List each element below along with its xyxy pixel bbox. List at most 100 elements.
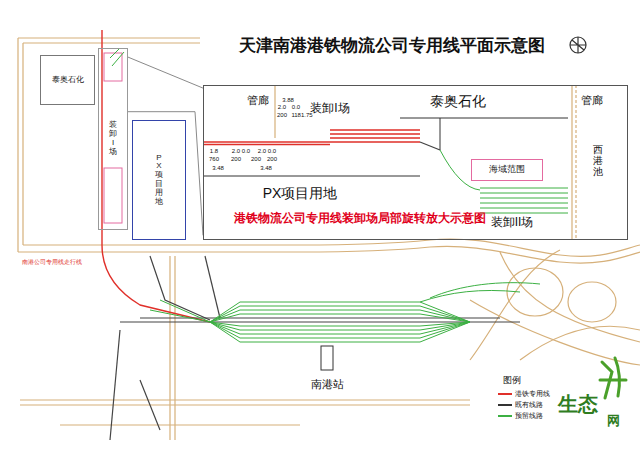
inset-frame: 港铁物流公司专用线装卸场局部旋转放大示意图 海域范围 [203, 85, 628, 240]
node-text-group: 港铁物流公司专用线装卸场局部旋转放大示意图 [234, 212, 486, 225]
dimension-label: 南港公司专用线走行线 [22, 259, 82, 265]
road [20, 399, 470, 400]
road [60, 424, 300, 425]
watermark: 生态 [558, 394, 598, 414]
dimension-label: 760 [209, 156, 219, 162]
rail-logo [570, 37, 586, 53]
planned-track [440, 150, 480, 190]
road [568, 282, 616, 322]
planned-track [110, 48, 568, 342]
legend-swatch [498, 393, 512, 395]
planned-track [430, 283, 540, 298]
dimension-label: 1181.75 [291, 112, 312, 118]
dimension-label: 3.48 [212, 165, 224, 171]
planned-track [112, 52, 124, 66]
dimension-label: 0.0 [292, 104, 300, 110]
boundary-line [203, 176, 420, 177]
dimension-label: 200 [277, 112, 287, 118]
planned-track [110, 48, 120, 58]
planned-track [210, 306, 470, 322]
legend-swatch [498, 415, 512, 417]
road [430, 246, 640, 263]
project-land-box: PX项目用地 [132, 120, 186, 240]
road [17, 38, 18, 252]
watermark: 网 [607, 414, 620, 427]
road [20, 404, 470, 405]
dimension-label: 200 [251, 156, 261, 162]
road [18, 38, 640, 440]
loading-yard [104, 53, 122, 223]
road [18, 37, 200, 38]
planned-track [210, 302, 470, 322]
road [22, 43, 23, 245]
special-line [203, 141, 330, 142]
area-label: 南港站 [311, 379, 344, 390]
legend-text: 预留线路 [515, 411, 543, 421]
existing-track [420, 142, 440, 150]
planned-track [160, 300, 210, 322]
special-line [330, 130, 420, 142]
area-label: 图例 [503, 376, 521, 385]
node-text-group: PX项目用地 [155, 154, 163, 207]
planned-track [480, 188, 568, 213]
rail-logo [570, 37, 586, 53]
road [169, 256, 170, 440]
legend-row: 预留线路 [498, 410, 550, 421]
area-label: 泰奥石化 [430, 94, 486, 108]
watermark-brush [615, 358, 619, 396]
node-text-group: 装卸I场 [109, 121, 117, 156]
road [174, 256, 175, 440]
road [520, 326, 640, 360]
legend-row: 既有线路 [498, 399, 550, 410]
map-title: 天津南港港铁物流公司专用线平面示意图 [239, 37, 545, 54]
node-label: PX项目用地 [155, 154, 163, 207]
dimension-label: 1.8 [210, 148, 218, 154]
dimension-label: 2.0 [258, 148, 266, 154]
area-label: 装卸II场 [491, 216, 534, 228]
existing-track [140, 380, 160, 430]
node-text-group: 泰奥石化 [52, 76, 84, 85]
dimension-label: 3.48 [260, 165, 272, 171]
area-label: 管廊 [581, 95, 603, 106]
road [18, 247, 430, 252]
boundary-line [400, 118, 568, 119]
road [274, 85, 275, 138]
legend-row: 港铁专用线 [498, 388, 550, 399]
existing-track [205, 256, 220, 318]
road [23, 240, 430, 245]
station-building [321, 346, 333, 370]
existing-track [150, 256, 210, 320]
planned-track [210, 314, 470, 322]
planned-track [210, 322, 470, 334]
planned-track [210, 322, 470, 326]
planned-track [210, 322, 470, 330]
boundary-line [440, 118, 441, 150]
area-label: 装卸I场 [310, 102, 349, 114]
area-label: 西港池 [593, 144, 603, 177]
area-label: PX项目用地 [263, 186, 338, 200]
legend-text: 既有线路 [515, 400, 543, 410]
dimension-label: 0.0 [268, 148, 276, 154]
plant-box: 泰奥石化 [40, 55, 95, 105]
dimension-label: 3.88 [282, 97, 294, 103]
road [470, 300, 640, 365]
road [575, 85, 576, 240]
node-text-group: 海域范围 [489, 165, 525, 175]
planned-track [210, 310, 470, 322]
road [430, 239, 640, 256]
inset-caption: 港铁物流公司专用线装卸场局部旋转放大示意图 [234, 212, 486, 225]
area-label: 管廊 [247, 95, 269, 106]
road [23, 42, 200, 43]
legend-swatch [498, 404, 512, 406]
existing-track [110, 142, 520, 440]
node-label: 泰奥石化 [52, 76, 84, 85]
dimension-label: 200 [231, 156, 241, 162]
watermark-brush [600, 358, 626, 398]
road [500, 252, 640, 342]
legend: 港铁专用线既有线路预留线路 [498, 388, 550, 421]
special-line [102, 30, 210, 322]
planned-track [210, 322, 470, 342]
dimension-label: 200 [267, 156, 277, 162]
yard-box: 装卸I场 [98, 48, 128, 230]
